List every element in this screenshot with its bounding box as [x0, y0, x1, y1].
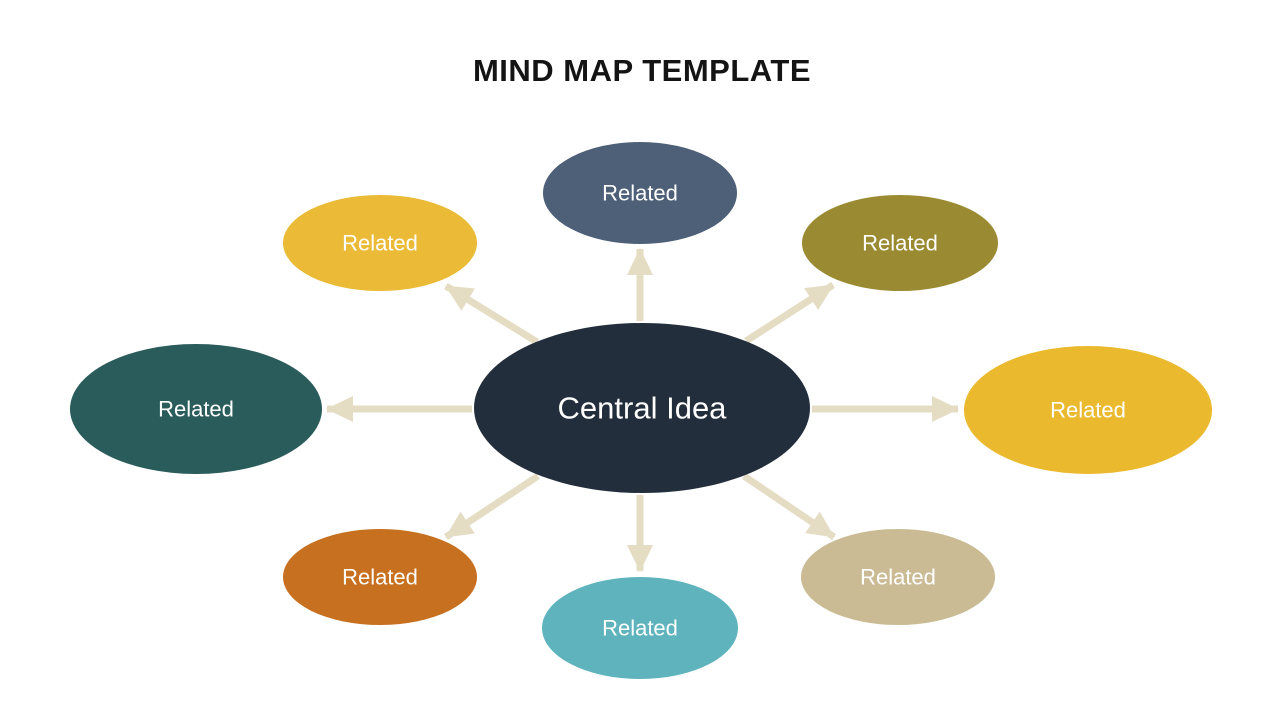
page-title: MIND MAP TEMPLATE [473, 53, 811, 88]
connector-bottom-right [742, 473, 836, 540]
node-ellipse [543, 142, 737, 244]
connectors [326, 248, 959, 572]
node-ellipse [802, 195, 998, 291]
node-label: Related [602, 181, 678, 206]
node-label: Related [860, 565, 936, 590]
connector-top-right [744, 282, 835, 344]
node-top-right: Related [802, 195, 998, 291]
node-bottom: Related [542, 577, 738, 679]
node-bottom-right: Related [801, 529, 995, 625]
node-ellipse [801, 529, 995, 625]
node-top: Related [543, 142, 737, 244]
node-label: Related [862, 231, 938, 256]
node-label: Related [1050, 398, 1126, 423]
node-right: Related [964, 346, 1212, 474]
node-left: Related [70, 344, 322, 474]
node-central: Central Idea [474, 323, 810, 493]
connector-bottom-left [444, 473, 540, 540]
node-label: Related [602, 616, 678, 641]
node-ellipse [283, 529, 477, 625]
node-bottom-left: Related [283, 529, 477, 625]
node-ellipse [283, 195, 477, 291]
node-ellipse [542, 577, 738, 679]
node-ellipse [964, 346, 1212, 474]
central-ellipse [474, 323, 810, 493]
node-label: Related [158, 397, 234, 422]
node-top-left: Related [283, 195, 477, 291]
node-label: Related [342, 565, 418, 590]
node-ellipse [70, 344, 322, 474]
connector-top-left [444, 283, 539, 345]
node-label: Related [342, 231, 418, 256]
central-label: Central Idea [558, 391, 728, 426]
